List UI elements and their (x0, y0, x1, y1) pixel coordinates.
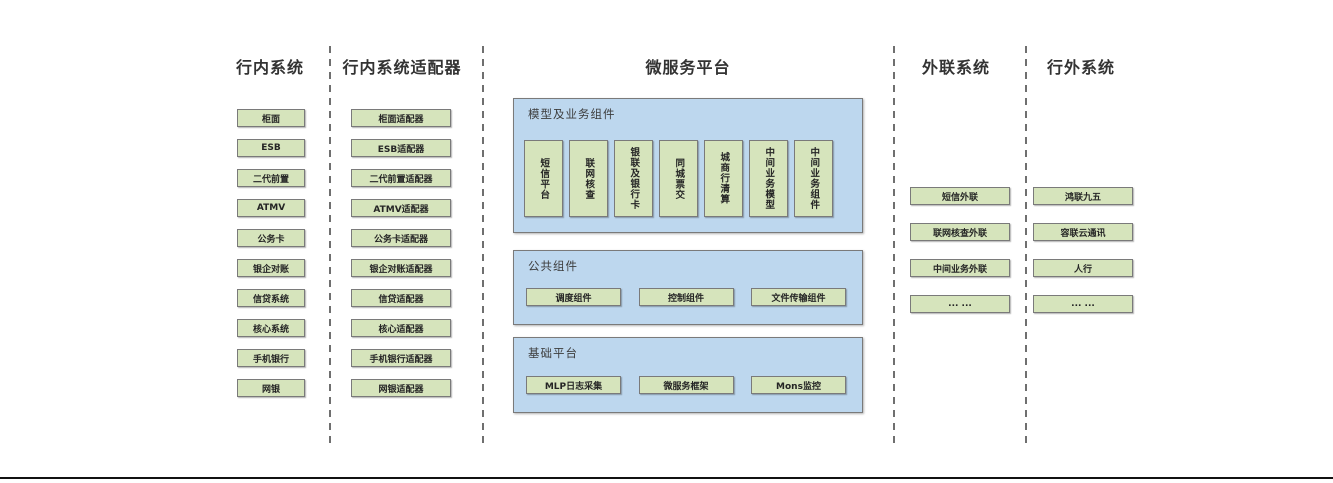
system-box: 银企对账 (237, 259, 305, 277)
column-divider-3 (893, 46, 895, 444)
column-header-outreach: 外联系统 (921, 58, 991, 77)
adapter-box: 柜面适配器 (351, 109, 451, 127)
group-title: 模型及业务组件 (528, 107, 616, 121)
internal-systems-list: 柜面 ESB 二代前置 ATMV 公务卡银企对账信贷系统核心系统手机银行网银 (237, 109, 305, 409)
column-header-external: 行外系统 (1046, 58, 1116, 77)
column-header-platform: 微服务平台 (645, 58, 731, 77)
component-box: 调度组件 (526, 288, 621, 306)
outreach-systems-list: 短信外联联网核查外联中间业务外联 ... ... (910, 187, 1010, 331)
external-box: 容联云通讯 (1033, 223, 1133, 241)
column-divider-1 (329, 46, 331, 444)
system-box: 二代前置 (237, 169, 305, 187)
adapter-box: 信贷适配器 (351, 289, 451, 307)
component-box: MLP日志采集 (526, 376, 621, 394)
external-box: 人行 (1033, 259, 1133, 277)
common-components-row: 调度组件控制组件文件传输组件 (526, 288, 846, 306)
adapter-box: 二代前置适配器 (351, 169, 451, 187)
group-title: 基础平台 (528, 346, 578, 360)
outreach-box: ... ... (910, 295, 1010, 313)
adapter-box: ATMV适配器 (351, 199, 451, 217)
outreach-box: 短信外联 (910, 187, 1010, 205)
platform-group-common: 公共组件 调度组件控制组件文件传输组件 (513, 250, 863, 325)
external-box: ... ... (1033, 295, 1133, 313)
component-box: Mons监控 (751, 376, 846, 394)
system-box: 核心系统 (237, 319, 305, 337)
vertical-component-box: 中间业务组件 (794, 140, 833, 217)
system-box: 公务卡 (237, 229, 305, 247)
column-header-adapters: 行内系统适配器 (342, 58, 462, 77)
adapter-box: 银企对账适配器 (351, 259, 451, 277)
adapter-box: ESB适配器 (351, 139, 451, 157)
external-box: 鸿联九五 (1033, 187, 1133, 205)
outreach-box: 联网核查外联 (910, 223, 1010, 241)
platform-group-base: 基础平台 MLP日志采集微服务框架 Mons监控 (513, 337, 863, 413)
system-box: 柜面 (237, 109, 305, 127)
adapter-box: 手机银行适配器 (351, 349, 451, 367)
system-box: 手机银行 (237, 349, 305, 367)
component-box: 微服务框架 (638, 376, 734, 394)
vertical-component-box: 联网核查 (569, 140, 608, 217)
bottom-rule (0, 477, 1333, 479)
base-components-row: MLP日志采集微服务框架 Mons监控 (526, 376, 846, 394)
outreach-box: 中间业务外联 (910, 259, 1010, 277)
platform-group-model: 模型及业务组件 短信平台联网核查银联及银行卡同城票交城商行清算中间业务模型中间业… (513, 98, 863, 233)
system-box: ESB (237, 139, 305, 157)
component-box: 文件传输组件 (751, 288, 846, 306)
component-box: 控制组件 (638, 288, 734, 306)
adapter-box: 核心适配器 (351, 319, 451, 337)
vertical-component-box: 城商行清算 (704, 140, 743, 217)
vertical-component-box: 中间业务模型 (749, 140, 788, 217)
adapter-box: 网银适配器 (351, 379, 451, 397)
vertical-component-box: 银联及银行卡 (614, 140, 653, 217)
column-divider-2 (482, 46, 484, 444)
column-header-internal-systems: 行内系统 (235, 58, 305, 77)
group-title: 公共组件 (528, 259, 578, 273)
model-components-row: 短信平台联网核查银联及银行卡同城票交城商行清算中间业务模型中间业务组件 (524, 140, 833, 217)
adapters-list: 柜面适配器 ESB适配器二代前置适配器 ATMV适配器公务卡适配器银企对账适配器信贷… (351, 109, 451, 409)
adapter-box: 公务卡适配器 (351, 229, 451, 247)
system-box: 网银 (237, 379, 305, 397)
vertical-component-box: 短信平台 (524, 140, 563, 217)
external-systems-list: 鸿联九五容联云通讯人行 ... ... (1033, 187, 1133, 331)
vertical-component-box: 同城票交 (659, 140, 698, 217)
system-box: ATMV (237, 199, 305, 217)
system-box: 信贷系统 (237, 289, 305, 307)
column-divider-4 (1025, 46, 1027, 444)
